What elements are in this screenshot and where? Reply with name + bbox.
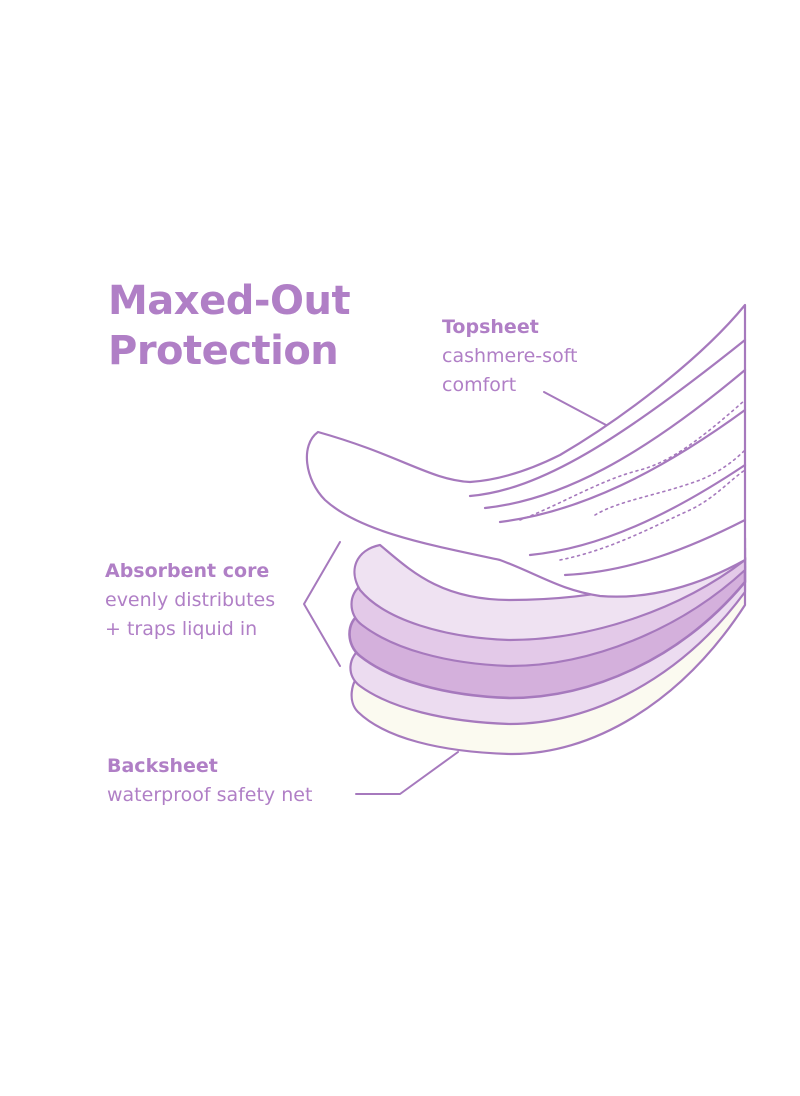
topsheet-callout: Topsheet cashmere-soft comfort <box>442 313 578 400</box>
topsheet-leader-line <box>543 391 607 426</box>
topsheet-layer <box>305 303 747 598</box>
topsheet-stripe-3 <box>498 408 747 524</box>
backsheet-desc-line-1: waterproof safety net <box>107 784 313 806</box>
title-line-2: Protection <box>108 328 339 374</box>
backsheet-heading: Backsheet <box>107 755 218 777</box>
absorbent-core-desc-line-1: evenly distributes <box>105 589 276 611</box>
absorbent-core-heading: Absorbent core <box>105 560 270 582</box>
topsheet-desc-line-2: comfort <box>442 374 517 396</box>
title-line-1: Maxed-Out <box>108 278 351 324</box>
absorbent-core-callout: Absorbent core evenly distributes + trap… <box>105 557 275 644</box>
topsheet-stripe-5 <box>563 518 747 577</box>
topsheet-quilting-2 <box>559 469 746 561</box>
core-bracket-line <box>303 541 341 667</box>
core-layer-1 <box>353 536 747 642</box>
topsheet-stripe-1 <box>468 338 747 498</box>
backsheet-leader-line <box>355 751 459 795</box>
topsheet-desc-line-1: cashmere-soft <box>442 345 578 367</box>
backsheet-callout: Backsheet waterproof safety net <box>107 752 312 810</box>
page-title: Maxed-Out Protection <box>108 276 351 376</box>
absorbent-core-desc-line-2: + traps liquid in <box>105 618 258 640</box>
topsheet-quilting-3 <box>594 449 746 516</box>
topsheet-heading: Topsheet <box>442 316 539 338</box>
topsheet-stripe-2 <box>483 368 747 510</box>
topsheet-stripe-4 <box>528 463 747 557</box>
